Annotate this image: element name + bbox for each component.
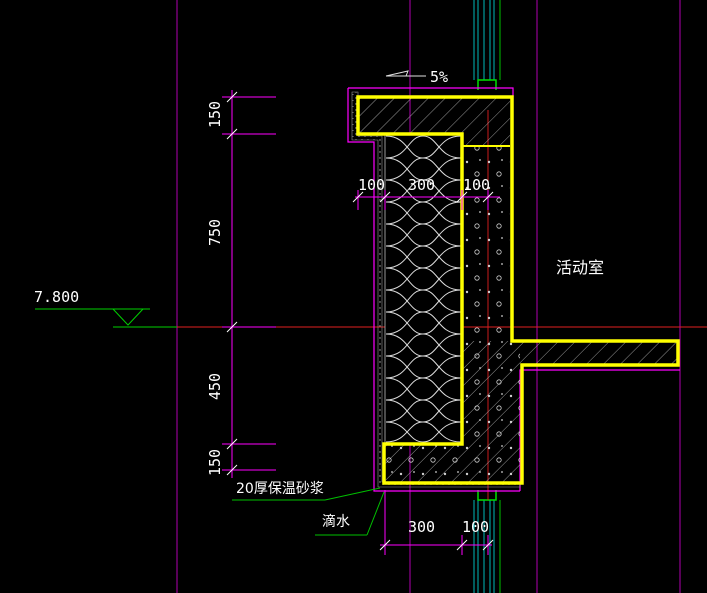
note-leaders: [232, 487, 385, 536]
mortar-note: 20厚保温砂浆: [236, 481, 324, 497]
bottom-dimension-chain: [379, 490, 494, 555]
room-label: 活动室: [556, 258, 604, 277]
drip-note: 滴水: [322, 513, 350, 530]
window-anchor-marks: [477, 79, 497, 501]
window-frame-lines: [473, 0, 501, 593]
top-dimension-chain: [352, 190, 500, 210]
slope-label: 5%: [430, 68, 448, 86]
dim-label-top-100-left: 100: [358, 176, 385, 194]
concrete-section: [358, 97, 678, 482]
dim-label-150-top: 150: [206, 101, 224, 128]
dim-label-bottom-300: 300: [408, 518, 435, 536]
dim-label-top-100-right: 100: [463, 176, 490, 194]
elevation-label: 7.800: [34, 288, 79, 306]
dim-label-450: 450: [206, 373, 224, 400]
slope-arrow-icon: [385, 70, 426, 77]
vertical-dimension-chain: [222, 90, 276, 478]
dim-label-top-300: 300: [408, 176, 435, 194]
dim-label-750: 750: [206, 219, 224, 246]
dim-label-bottom-100: 100: [462, 518, 489, 536]
elevation-marker-icon: [35, 308, 177, 328]
dim-label-150-bottom: 150: [206, 449, 224, 476]
structure-outline: [356, 95, 680, 485]
